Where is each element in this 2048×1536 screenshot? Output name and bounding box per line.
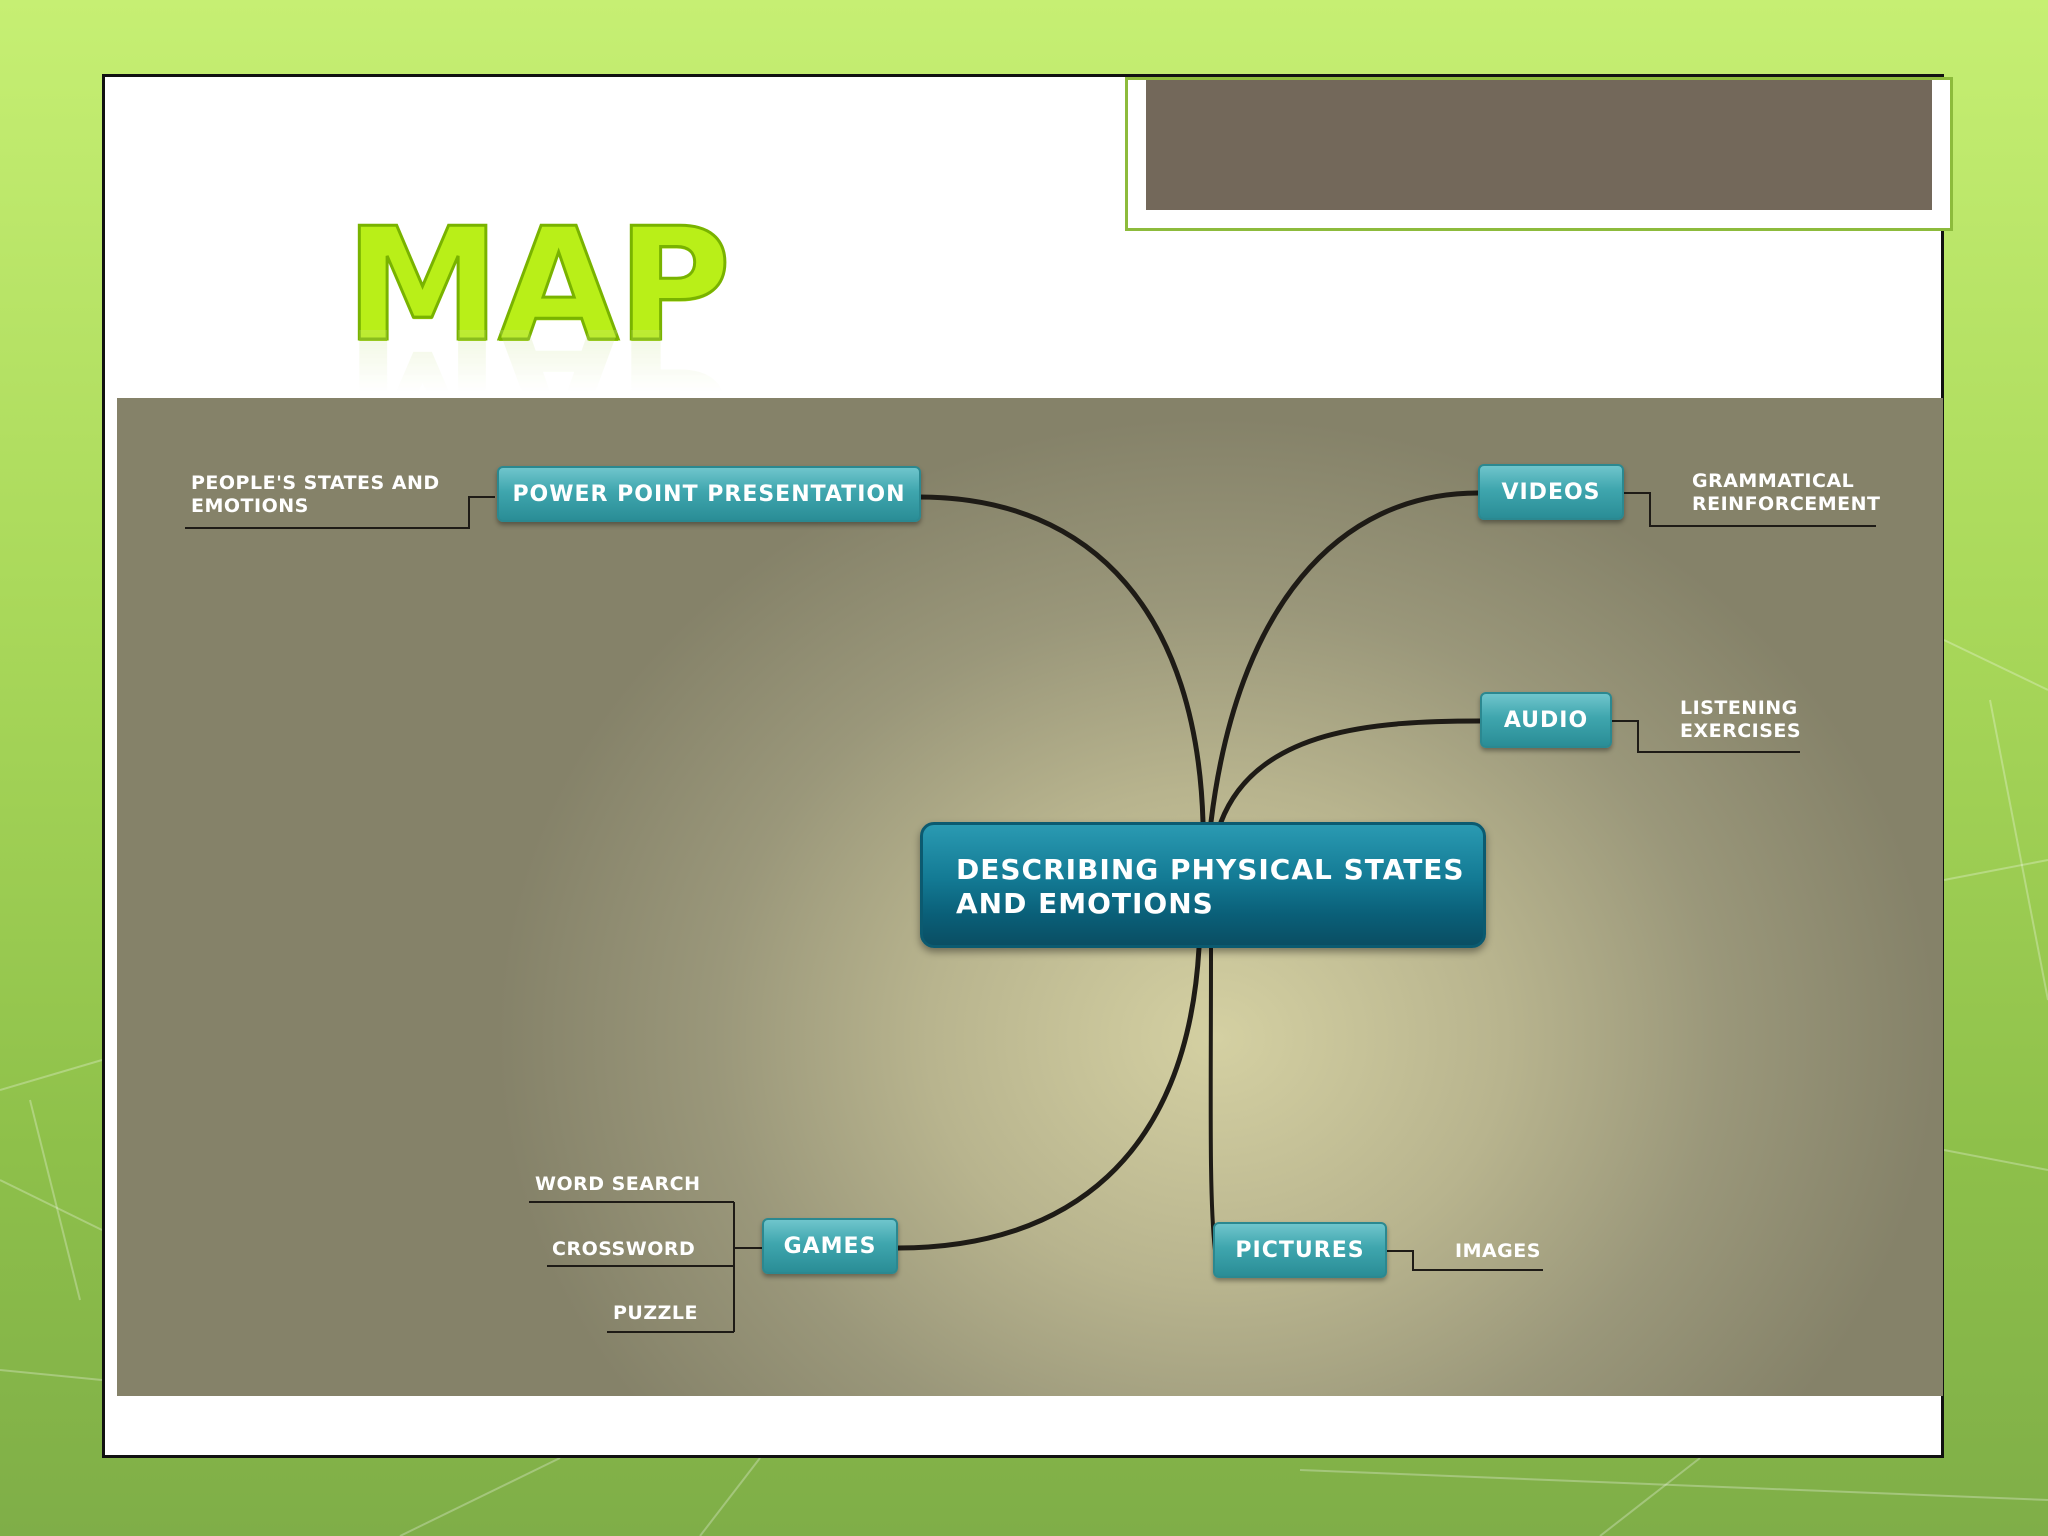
node-videos: VIDEOS bbox=[1478, 464, 1624, 520]
title-block: MAP MAP bbox=[343, 206, 732, 476]
leaf-line-games bbox=[529, 1201, 763, 1333]
leaf-grammatical-line2: REINFORCEMENT bbox=[1692, 493, 1881, 515]
central-topic-line2: AND EMOTIONS bbox=[956, 887, 1214, 920]
leaf-line-pictures bbox=[1387, 1250, 1543, 1271]
connector-power-point bbox=[916, 494, 1206, 825]
connector-videos bbox=[1208, 490, 1481, 825]
leaf-line-videos bbox=[1624, 492, 1876, 527]
mind-map: POWER POINT PRESENTATION VIDEOS AUDIO GA… bbox=[117, 398, 1943, 1396]
leaf-line-power-point bbox=[185, 496, 495, 529]
photo-frame bbox=[1125, 77, 1953, 231]
slide-title: MAP bbox=[343, 194, 732, 376]
leaf-puzzle: PUZZLE bbox=[613, 1302, 698, 1324]
leaf-listening-line2: EXERCISES bbox=[1680, 720, 1802, 742]
mind-map-connectors bbox=[185, 490, 1876, 1333]
connector-pictures bbox=[1208, 946, 1217, 1252]
leaf-grammatical-line1: GRAMMATICAL bbox=[1692, 470, 1855, 492]
node-pictures: PICTURES bbox=[1213, 1222, 1387, 1278]
central-topic: DESCRIBING PHYSICAL STATES AND EMOTIONS bbox=[920, 822, 1486, 948]
leaf-listening-exercises: LISTENING EXERCISES bbox=[1680, 697, 1801, 743]
photo-placeholder bbox=[1146, 80, 1932, 210]
leaf-peoples-states-line1: PEOPLE'S STATES AND bbox=[191, 472, 440, 494]
node-power-point-presentation: POWER POINT PRESENTATION bbox=[497, 466, 921, 522]
leaf-crossword: CROSSWORD bbox=[552, 1238, 696, 1260]
leaf-peoples-states: PEOPLE'S STATES AND EMOTIONS bbox=[191, 472, 440, 518]
node-games: GAMES bbox=[762, 1218, 898, 1274]
central-topic-line1: DESCRIBING PHYSICAL STATES bbox=[956, 853, 1465, 886]
leaf-images: IMAGES bbox=[1455, 1240, 1541, 1262]
leaf-listening-line1: LISTENING bbox=[1680, 697, 1798, 719]
connector-games bbox=[895, 945, 1202, 1251]
leaf-peoples-states-line2: EMOTIONS bbox=[191, 495, 309, 517]
leaf-grammatical-reinforcement: GRAMMATICAL REINFORCEMENT bbox=[1692, 470, 1881, 516]
leaf-word-search: WORD SEARCH bbox=[535, 1173, 701, 1195]
leaf-line-audio bbox=[1612, 720, 1800, 753]
connector-audio bbox=[1218, 718, 1483, 825]
node-audio: AUDIO bbox=[1480, 692, 1612, 748]
